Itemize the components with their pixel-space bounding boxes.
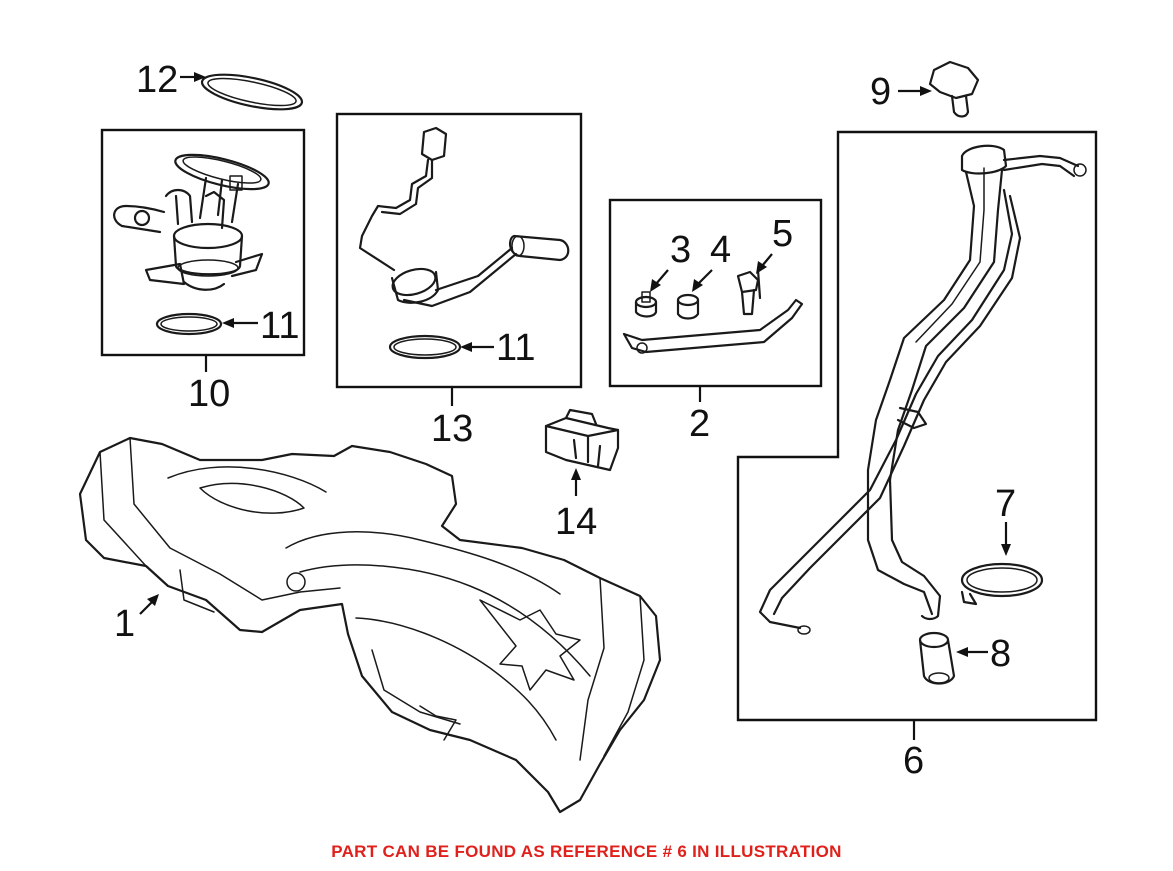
callout-13: 13 — [431, 408, 473, 450]
callout-11-pump: 11 — [260, 305, 299, 347]
part-8-hose — [918, 631, 956, 685]
part-11-o-ring-pump — [155, 312, 223, 336]
callout-4: 4 — [710, 229, 731, 271]
part-9-fuel-cap — [928, 60, 980, 118]
callout-2: 2 — [689, 403, 710, 445]
part-6-filler-neck — [758, 144, 1087, 635]
part-7-clamp — [960, 562, 1044, 606]
callout-3: 3 — [670, 229, 691, 271]
reference-note: PART CAN BE FOUND AS REFERENCE # 6 IN IL… — [331, 842, 842, 861]
part-10-fuel-pump — [113, 153, 270, 291]
callout-5: 5 — [772, 213, 793, 255]
part-13-fuel-level-sender — [358, 126, 570, 308]
callout-8: 8 — [990, 633, 1011, 675]
callout-7: 7 — [995, 483, 1016, 525]
part-12-seal-ring — [200, 73, 304, 111]
callout-6: 6 — [903, 740, 924, 782]
callout-12: 12 — [136, 59, 178, 101]
part-2-bracket-strap — [622, 298, 804, 354]
part-1-fuel-tank — [78, 436, 662, 814]
part-3-clip — [634, 291, 658, 318]
part-5-bolt — [736, 268, 762, 316]
callout-14: 14 — [555, 501, 597, 543]
fuel-level-sender-group-box — [335, 112, 583, 389]
callout-9: 9 — [870, 71, 891, 113]
fuel-pump-group-box — [100, 128, 306, 357]
callout-11-sender: 11 — [496, 327, 535, 369]
part-14-module — [544, 408, 620, 472]
filler-neck-group-box — [736, 130, 1098, 722]
callout-10: 10 — [188, 373, 230, 415]
callout-1: 1 — [114, 603, 135, 645]
part-4-grommet — [676, 293, 700, 320]
hardware-group-box — [608, 198, 823, 388]
